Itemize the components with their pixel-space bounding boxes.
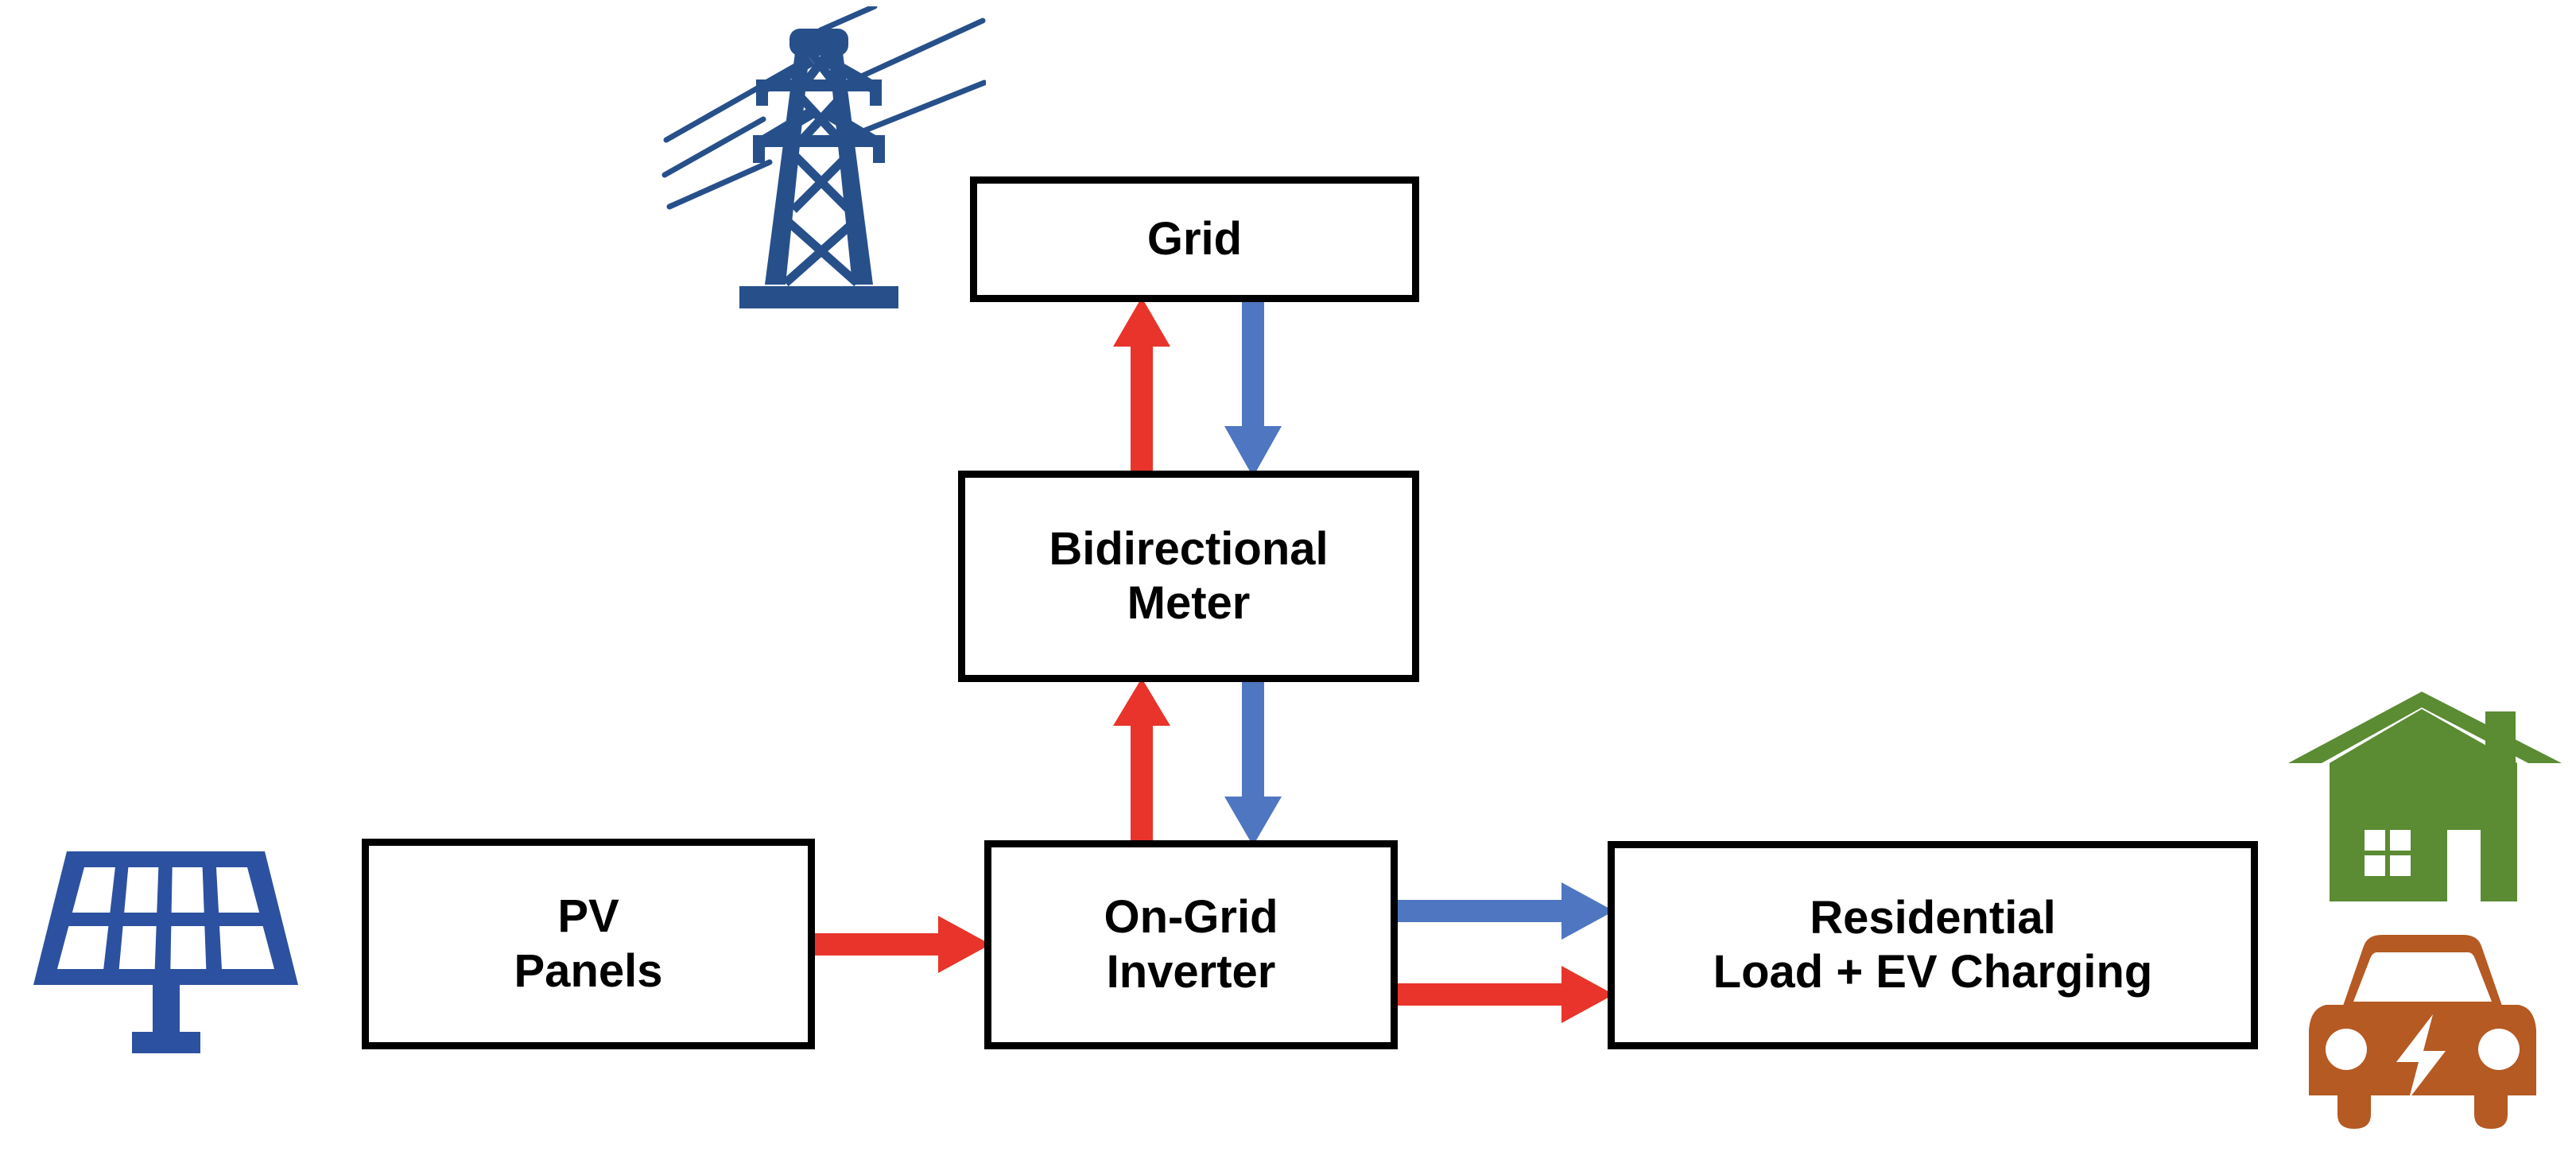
residential-load-ev-charging-box-label-1: Load + EV Charging <box>1713 946 2153 998</box>
bidirectional-meter-box-label-1: Meter <box>1127 577 1251 629</box>
arrow-meter-to-grid-export <box>1113 297 1170 479</box>
grid-box-label-0: Grid <box>1146 212 1243 265</box>
bidirectional-meter-box-label-0: Bidirectional <box>1049 522 1329 575</box>
ev-car-icon <box>2302 932 2543 1132</box>
arrow-grid-to-meter-import <box>1224 300 1282 477</box>
arrow-inverter-to-load-grid-supply <box>1393 882 1614 940</box>
pv-panels-box-label-1: Panels <box>514 944 663 997</box>
solar-panel-icon <box>33 829 298 1061</box>
pv-panels-box-label-0: PV <box>557 890 619 943</box>
arrow-inverter-to-load-pv-supply <box>1393 966 1614 1023</box>
pv-panels-box[interactable]: PV Panels <box>362 839 815 1049</box>
bidirectional-meter-box[interactable]: Bidirectional Meter <box>958 471 1419 682</box>
arrow-inverter-to-meter-export <box>1113 678 1170 847</box>
residential-load-ev-charging-box[interactable]: Residential Load + EV Charging <box>1608 841 2258 1049</box>
on-grid-inverter-box-label-1: Inverter <box>1106 945 1276 998</box>
house-icon <box>2288 685 2562 908</box>
transmission-tower-icon <box>652 6 986 316</box>
grid-box[interactable]: Grid <box>970 176 1419 302</box>
arrow-pv-to-inverter <box>811 916 991 973</box>
on-grid-inverter-box-label-0: On-Grid <box>1104 891 1278 944</box>
on-grid-inverter-box[interactable]: On-Grid Inverter <box>984 840 1398 1049</box>
residential-load-ev-charging-box-label-0: Residential <box>1810 891 2056 944</box>
arrow-meter-to-inverter-import <box>1224 680 1282 846</box>
